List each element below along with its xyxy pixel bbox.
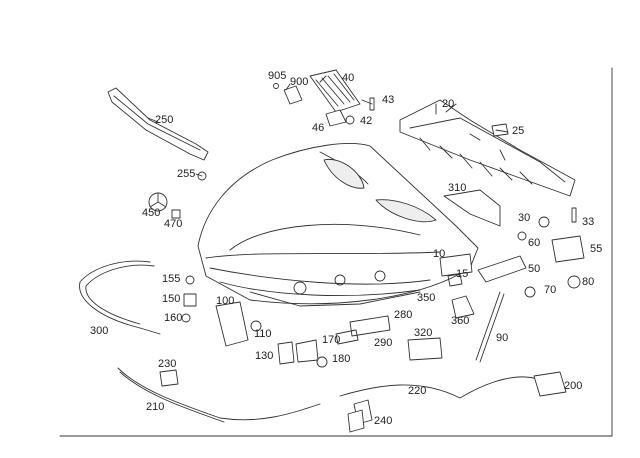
part-280 <box>349 315 391 337</box>
strip-250 <box>107 87 209 161</box>
part-180 <box>316 356 328 368</box>
label-255: 255 <box>177 168 196 180</box>
part-160 <box>181 313 191 323</box>
label-130: 130 <box>255 350 274 362</box>
label-90: 90 <box>496 332 509 344</box>
label-300: 300 <box>90 325 109 337</box>
label-15: 15 <box>456 268 469 280</box>
label-170: 170 <box>322 334 341 346</box>
part-150 <box>183 293 197 307</box>
cable-210 <box>117 367 321 421</box>
part-90 <box>475 291 501 361</box>
label-155: 155 <box>162 273 181 285</box>
label-210: 210 <box>146 401 165 413</box>
seal-300 <box>79 260 161 335</box>
label-60: 60 <box>528 237 541 249</box>
part-230 <box>159 369 179 387</box>
label-10: 10 <box>433 248 446 260</box>
label-290: 290 <box>374 337 393 349</box>
part-15 <box>447 273 463 287</box>
cable-220 <box>339 376 541 399</box>
part-320 <box>407 337 443 361</box>
label-150: 150 <box>162 293 181 305</box>
label-250: 250 <box>155 114 174 126</box>
part-360 <box>451 295 475 319</box>
cowl-panel <box>399 99 576 197</box>
label-46: 46 <box>312 122 325 134</box>
part-900 <box>283 85 303 105</box>
label-180: 180 <box>332 353 351 365</box>
part-155 <box>185 275 195 285</box>
part-42 <box>345 115 355 125</box>
label-50: 50 <box>528 263 541 275</box>
part-905 <box>273 83 279 89</box>
label-25: 25 <box>512 125 525 137</box>
part-170 <box>295 339 319 363</box>
part-30 <box>538 216 550 228</box>
part-255 <box>197 171 207 181</box>
label-80: 80 <box>582 276 595 288</box>
label-70: 70 <box>544 284 557 296</box>
label-100: 100 <box>216 295 235 307</box>
label-110: 110 <box>254 328 272 340</box>
label-900: 900 <box>290 76 309 88</box>
part-130 <box>277 341 295 365</box>
part-200 <box>533 371 567 397</box>
part-55 <box>551 235 585 263</box>
part-290 <box>335 329 359 345</box>
label-55: 55 <box>590 243 603 255</box>
part-33 <box>571 207 577 223</box>
label-20: 20 <box>442 98 455 110</box>
label-33: 33 <box>582 216 595 228</box>
part-70 <box>524 286 536 298</box>
label-350: 350 <box>417 292 436 304</box>
part-10 <box>439 253 473 277</box>
part-46 <box>325 109 347 127</box>
label-320: 320 <box>414 327 433 339</box>
part-100 <box>215 301 249 347</box>
seal-300-inner <box>85 264 155 325</box>
part-43 <box>369 97 375 111</box>
label-40: 40 <box>342 72 355 84</box>
hood-panel <box>197 143 479 307</box>
part-60 <box>517 231 527 241</box>
label-470: 470 <box>164 218 183 230</box>
part-50 <box>477 255 527 283</box>
label-310: 310 <box>448 182 467 194</box>
label-43: 43 <box>382 94 395 106</box>
part-470 <box>171 209 181 219</box>
label-160: 160 <box>164 312 183 324</box>
label-280: 280 <box>394 309 413 321</box>
label-360: 360 <box>451 315 470 327</box>
label-450: 450 <box>142 207 161 219</box>
label-30: 30 <box>518 212 531 224</box>
label-200: 200 <box>564 380 583 392</box>
part-110 <box>250 320 262 332</box>
label-230: 230 <box>158 358 177 370</box>
label-240: 240 <box>374 415 393 427</box>
label-220: 220 <box>408 385 427 397</box>
part-25 <box>491 123 509 137</box>
part-40 <box>309 69 361 113</box>
part-80 <box>567 275 581 289</box>
label-905: 905 <box>268 70 287 82</box>
label-42: 42 <box>360 115 373 127</box>
part-310 <box>443 189 501 227</box>
